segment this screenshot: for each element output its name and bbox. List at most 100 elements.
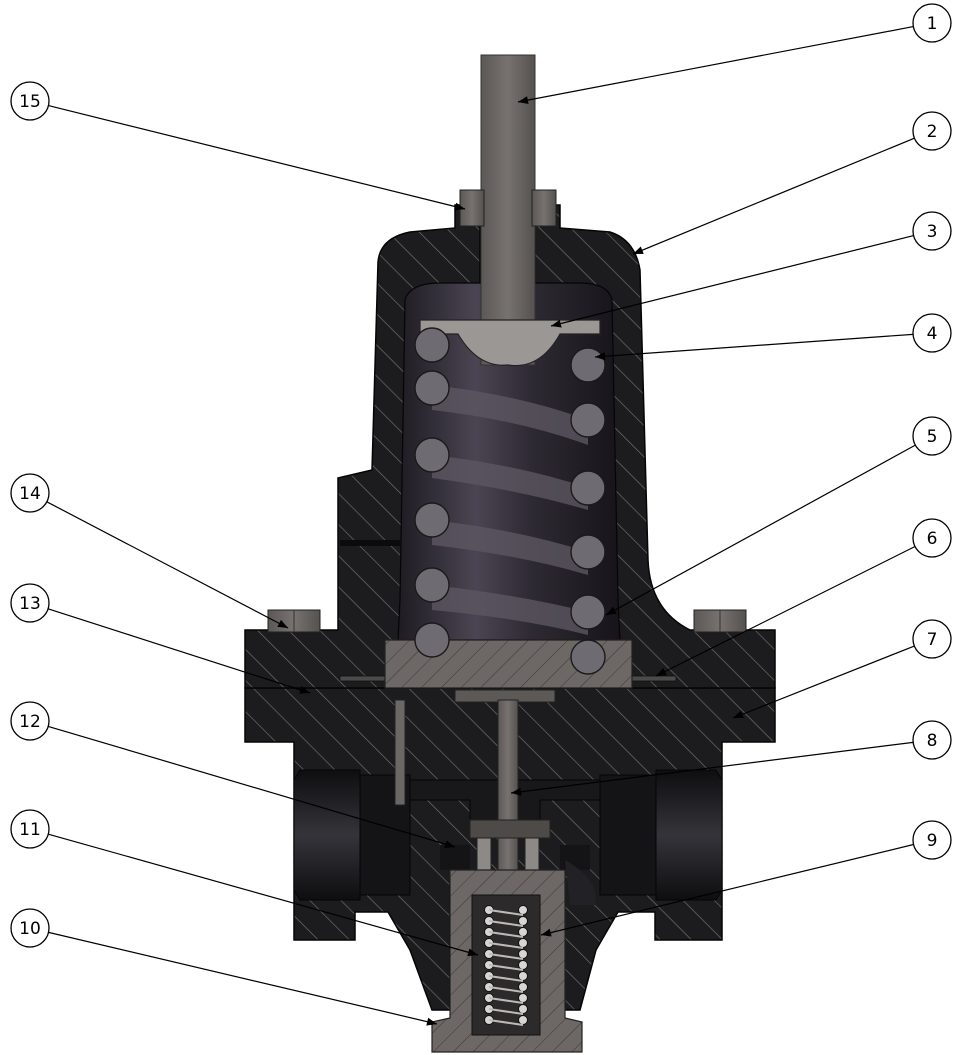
- balloon-circle: [912, 720, 952, 760]
- leader-line-11: [48, 833, 479, 956]
- leader-arrowhead-5: [606, 606, 617, 615]
- balloon-circle: [10, 583, 50, 623]
- diaphragm-assembly: [339, 639, 677, 703]
- spring-coil: [570, 594, 606, 630]
- balloon-8: 8: [912, 720, 952, 760]
- balloon-4: 4: [912, 313, 952, 353]
- leader-line-15: [48, 104, 466, 210]
- small-spring-coil: [518, 1004, 528, 1014]
- balloon-2: 2: [912, 111, 952, 151]
- balloon-label: 4: [927, 324, 938, 344]
- small-spring-coil: [518, 982, 528, 992]
- leader-line-6: [655, 545, 916, 677]
- lock-nut: [459, 189, 557, 227]
- small-spring-coil: [518, 927, 528, 937]
- spring-coil: [414, 327, 450, 363]
- small-spring-coil: [518, 1015, 528, 1025]
- leader-arrowhead-14: [277, 619, 288, 628]
- small-spring-wire: [488, 942, 524, 949]
- leader-line-7: [732, 645, 915, 719]
- balloon-12: 12: [10, 701, 50, 741]
- leader-line-14: [46, 501, 289, 629]
- balloon-13: 13: [10, 583, 50, 623]
- leader-arrowhead-8: [511, 787, 522, 796]
- small-spring-wire: [488, 986, 524, 993]
- balloon-5: 5: [912, 416, 952, 456]
- small-spring-wire: [488, 909, 524, 916]
- balloon-14: 14: [10, 473, 50, 513]
- spring-coil: [414, 437, 450, 473]
- balloon-circle: [912, 3, 952, 43]
- spring-coil: [414, 622, 450, 658]
- balloon-circle: [10, 809, 50, 849]
- leader-arrowhead-9: [541, 928, 552, 937]
- small-spring-wire: [488, 975, 524, 982]
- small-spring-coil: [518, 916, 528, 926]
- balloon-circle: [912, 313, 952, 353]
- balloon-6: 6: [912, 518, 952, 558]
- leader-lines: [46, 25, 916, 1026]
- leader-arrowhead-10: [426, 1017, 437, 1026]
- small-spring-wire: [488, 1008, 524, 1015]
- balloon-label: 9: [927, 831, 938, 851]
- balloon-circle: [912, 820, 952, 860]
- balloon-label: 2: [927, 122, 938, 142]
- small-spring-wire: [488, 1019, 524, 1026]
- leader-line-9: [540, 843, 914, 936]
- bottom-plug: [431, 869, 583, 1053]
- balloon-circle: [10, 701, 50, 741]
- small-spring-coil: [518, 993, 528, 1003]
- balloon-1: 1: [912, 3, 952, 43]
- small-spring-coil: [518, 949, 528, 959]
- leader-line-5: [605, 444, 916, 616]
- balloon-label: 10: [19, 919, 41, 939]
- leader-line-8: [510, 741, 914, 794]
- leader-arrowhead-3: [551, 319, 562, 328]
- leader-line-10: [48, 931, 438, 1025]
- balloon-label: 3: [927, 222, 938, 242]
- leader-arrowhead-2: [633, 246, 644, 254]
- balloon-label: 8: [927, 731, 938, 751]
- leader-arrowhead-15: [454, 202, 465, 211]
- balloon-circle: [912, 518, 952, 558]
- small-spring-wire: [488, 997, 524, 1004]
- spring-coil: [570, 470, 606, 506]
- balloon-circle: [912, 619, 952, 659]
- balloon-label: 15: [19, 92, 41, 112]
- leader-line-12: [48, 725, 456, 848]
- small-spring-wire: [488, 953, 524, 960]
- small-spring-coil: [518, 971, 528, 981]
- leader-arrowhead-4: [595, 352, 606, 361]
- leader-arrowhead-11: [467, 948, 478, 957]
- range-spring: [414, 327, 606, 675]
- balloon-7: 7: [912, 619, 952, 659]
- leader-arrowhead-1: [518, 96, 529, 105]
- leader-line-2: [632, 137, 915, 255]
- balloon-9: 9: [912, 820, 952, 860]
- balloon-11: 11: [10, 809, 50, 849]
- poppet-spring: [484, 905, 528, 1026]
- spring-button: [419, 319, 601, 367]
- balloon-3: 3: [912, 211, 952, 251]
- valve-seat: [476, 837, 540, 879]
- spring-coil: [414, 502, 450, 538]
- balloon-circle: [912, 211, 952, 251]
- balloon-circle: [10, 81, 50, 121]
- leader-arrowhead-12: [444, 840, 455, 848]
- spring-coil: [414, 567, 450, 603]
- small-spring-coil: [518, 960, 528, 970]
- leader-arrowhead-6: [656, 667, 667, 676]
- leader-line-1: [517, 25, 914, 103]
- balloon-label: 1: [927, 14, 938, 34]
- small-spring-coil: [518, 905, 528, 915]
- balloon-circle: [10, 473, 50, 513]
- balloon-circle: [912, 111, 952, 151]
- balloon-label: 7: [927, 630, 938, 650]
- leader-arrowhead-13: [299, 686, 310, 694]
- spring-coil: [570, 639, 606, 675]
- balloon-label: 13: [19, 594, 41, 614]
- spring-coil: [570, 402, 606, 438]
